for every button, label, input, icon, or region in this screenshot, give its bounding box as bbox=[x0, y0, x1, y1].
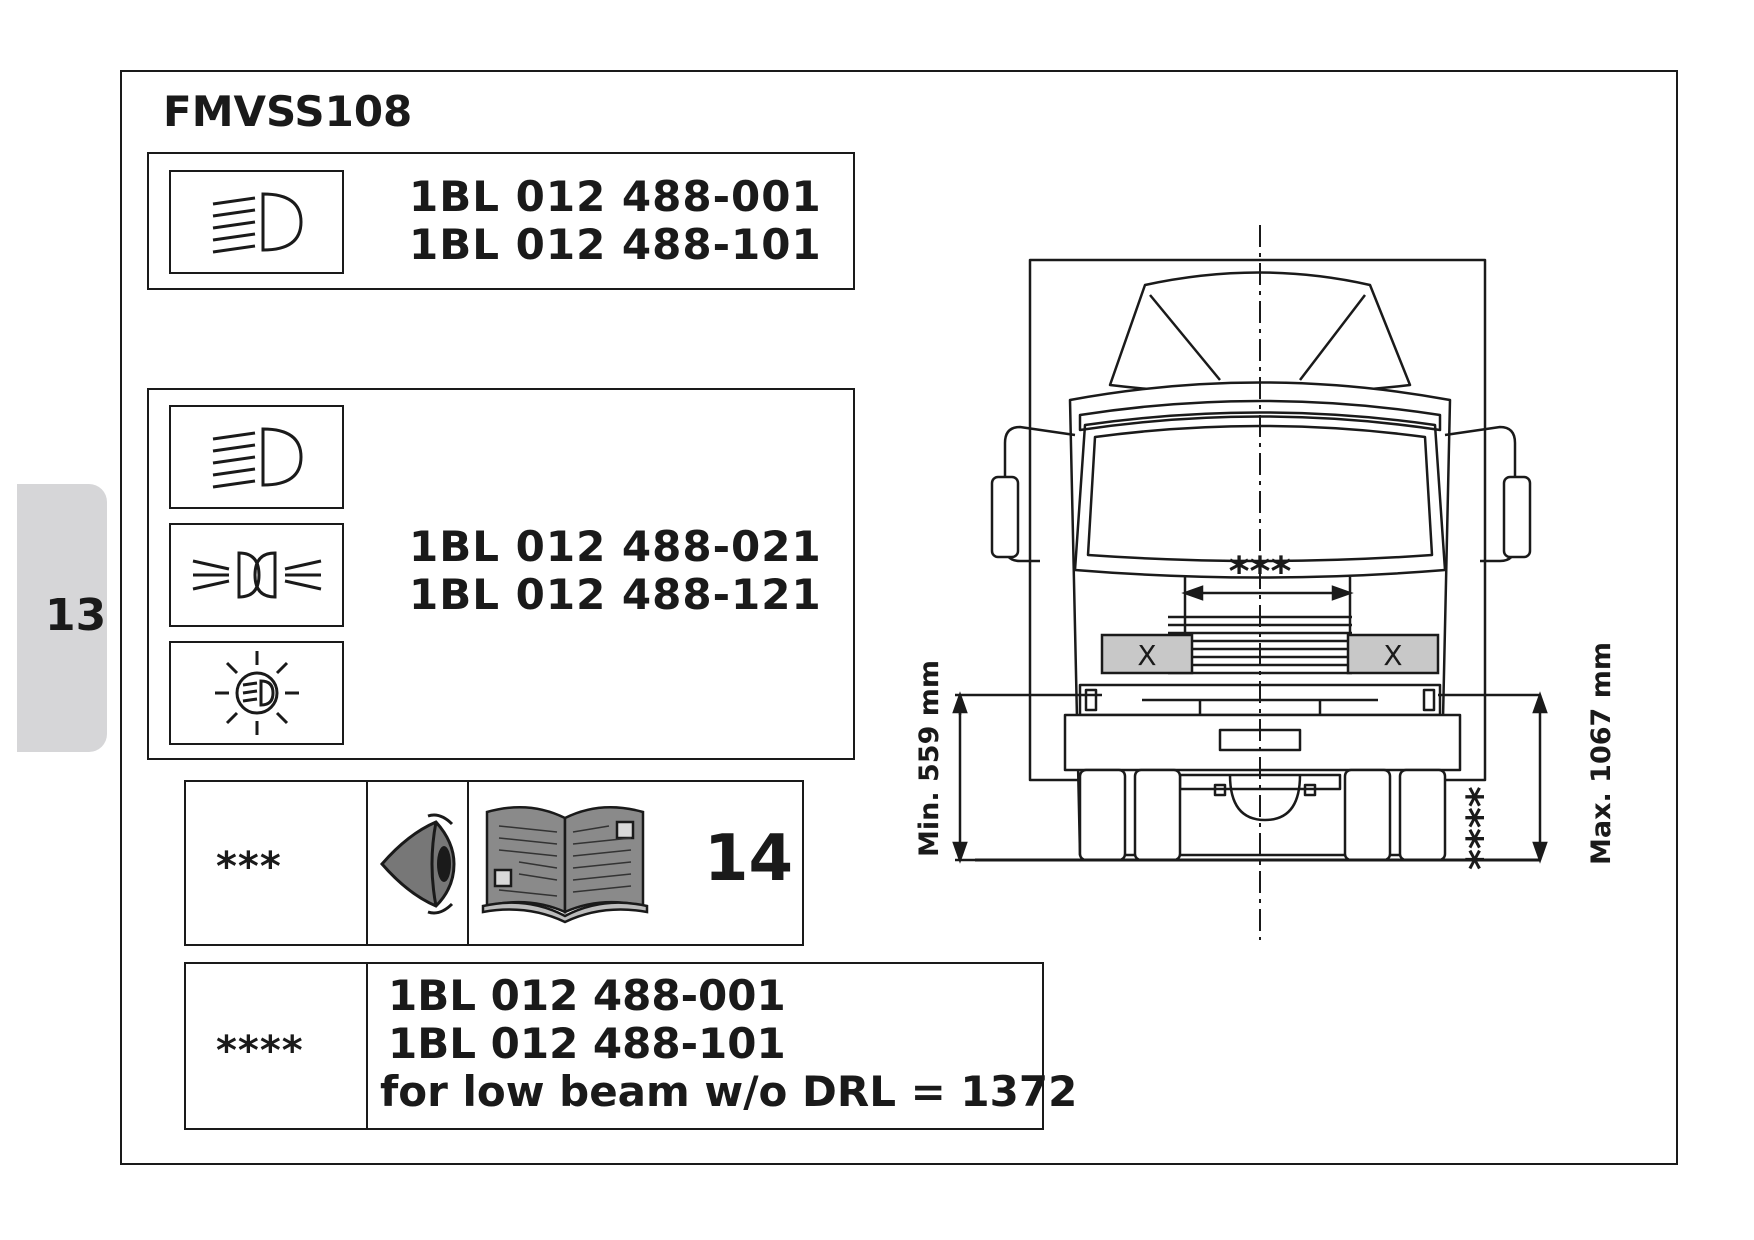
high-beam-symbol-frame bbox=[169, 170, 344, 274]
manual-cell: 14 bbox=[469, 782, 803, 944]
parking-lamp-icon bbox=[192, 551, 322, 599]
high-beam-icon bbox=[212, 192, 303, 254]
position-lamp-symbol-frame bbox=[169, 523, 344, 627]
high-beam-symbol-frame bbox=[169, 405, 344, 509]
min-height-label: Min. 559 mm bbox=[914, 660, 945, 857]
right-headlamp bbox=[1346, 633, 1440, 675]
note-part-number: 1BL 012 488-001 bbox=[388, 971, 786, 1020]
part-number: 1BL 012 488-001 bbox=[409, 172, 822, 221]
note-text-cell: 1BL 012 488-001 1BL 012 488-101 for low … bbox=[380, 964, 1078, 1128]
right-headlamp-label: X bbox=[1383, 639, 1402, 672]
left-wheel-outer bbox=[1078, 768, 1127, 862]
max-height-marker: **** bbox=[1459, 786, 1505, 870]
right-wheel-inner bbox=[1343, 768, 1392, 862]
part-number: 1BL 012 488-101 bbox=[409, 220, 822, 269]
chapter-tab bbox=[17, 484, 107, 752]
left-headlamp bbox=[1100, 633, 1194, 675]
page-title: FMVSS108 bbox=[163, 87, 413, 136]
max-height-dimension bbox=[1438, 691, 1548, 864]
left-mirror bbox=[990, 475, 1020, 559]
page-frame bbox=[120, 70, 1678, 1165]
note-row: **** 1BL 012 488-001 1BL 012 488-101 for… bbox=[184, 962, 1078, 1130]
chapter-number: 13 bbox=[45, 590, 107, 641]
windscreen bbox=[1073, 411, 1447, 579]
truck-front-diagram: X X *** Min. 559 mm Max. 1067 mm **** bbox=[914, 225, 1617, 940]
bumper bbox=[1063, 713, 1462, 772]
lamp-spacing-marker: *** bbox=[1229, 549, 1292, 595]
reference-marker: *** bbox=[216, 844, 282, 890]
reference-page-number: 14 bbox=[704, 822, 794, 896]
daytime-running-light-icon bbox=[215, 651, 299, 735]
note-marker-cell: **** bbox=[186, 964, 368, 1128]
right-wheel-outer bbox=[1398, 768, 1447, 862]
note-low-beam-text: for low beam w/o DRL = 1372 bbox=[380, 1067, 1078, 1116]
reference-row: *** bbox=[184, 780, 804, 946]
max-height-label: Max. 1067 mm bbox=[1586, 642, 1617, 865]
eye-icon bbox=[380, 813, 456, 915]
high-beam-icon bbox=[212, 427, 303, 489]
note-marker: **** bbox=[216, 1028, 304, 1074]
headlamp-box-1: 1BL 012 488-001 1BL 012 488-101 bbox=[147, 152, 855, 290]
right-mirror bbox=[1502, 475, 1532, 559]
open-book-icon bbox=[481, 805, 649, 924]
drl-symbol-frame bbox=[169, 641, 344, 745]
note-part-number: 1BL 012 488-101 bbox=[388, 1019, 786, 1068]
part-number: 1BL 012 488-021 bbox=[409, 522, 822, 571]
lamp-spacing-dimension bbox=[1181, 577, 1354, 633]
eye-cell bbox=[368, 782, 469, 944]
min-height-dimension bbox=[952, 691, 1102, 864]
roof-spoiler bbox=[1108, 271, 1412, 396]
reference-marker-cell: *** bbox=[186, 782, 368, 944]
left-wheel-inner bbox=[1133, 768, 1182, 862]
left-headlamp-label: X bbox=[1137, 639, 1156, 672]
part-number: 1BL 012 488-121 bbox=[409, 570, 822, 619]
headlamp-box-2: 1BL 012 488-021 1BL 012 488-121 bbox=[147, 388, 855, 760]
